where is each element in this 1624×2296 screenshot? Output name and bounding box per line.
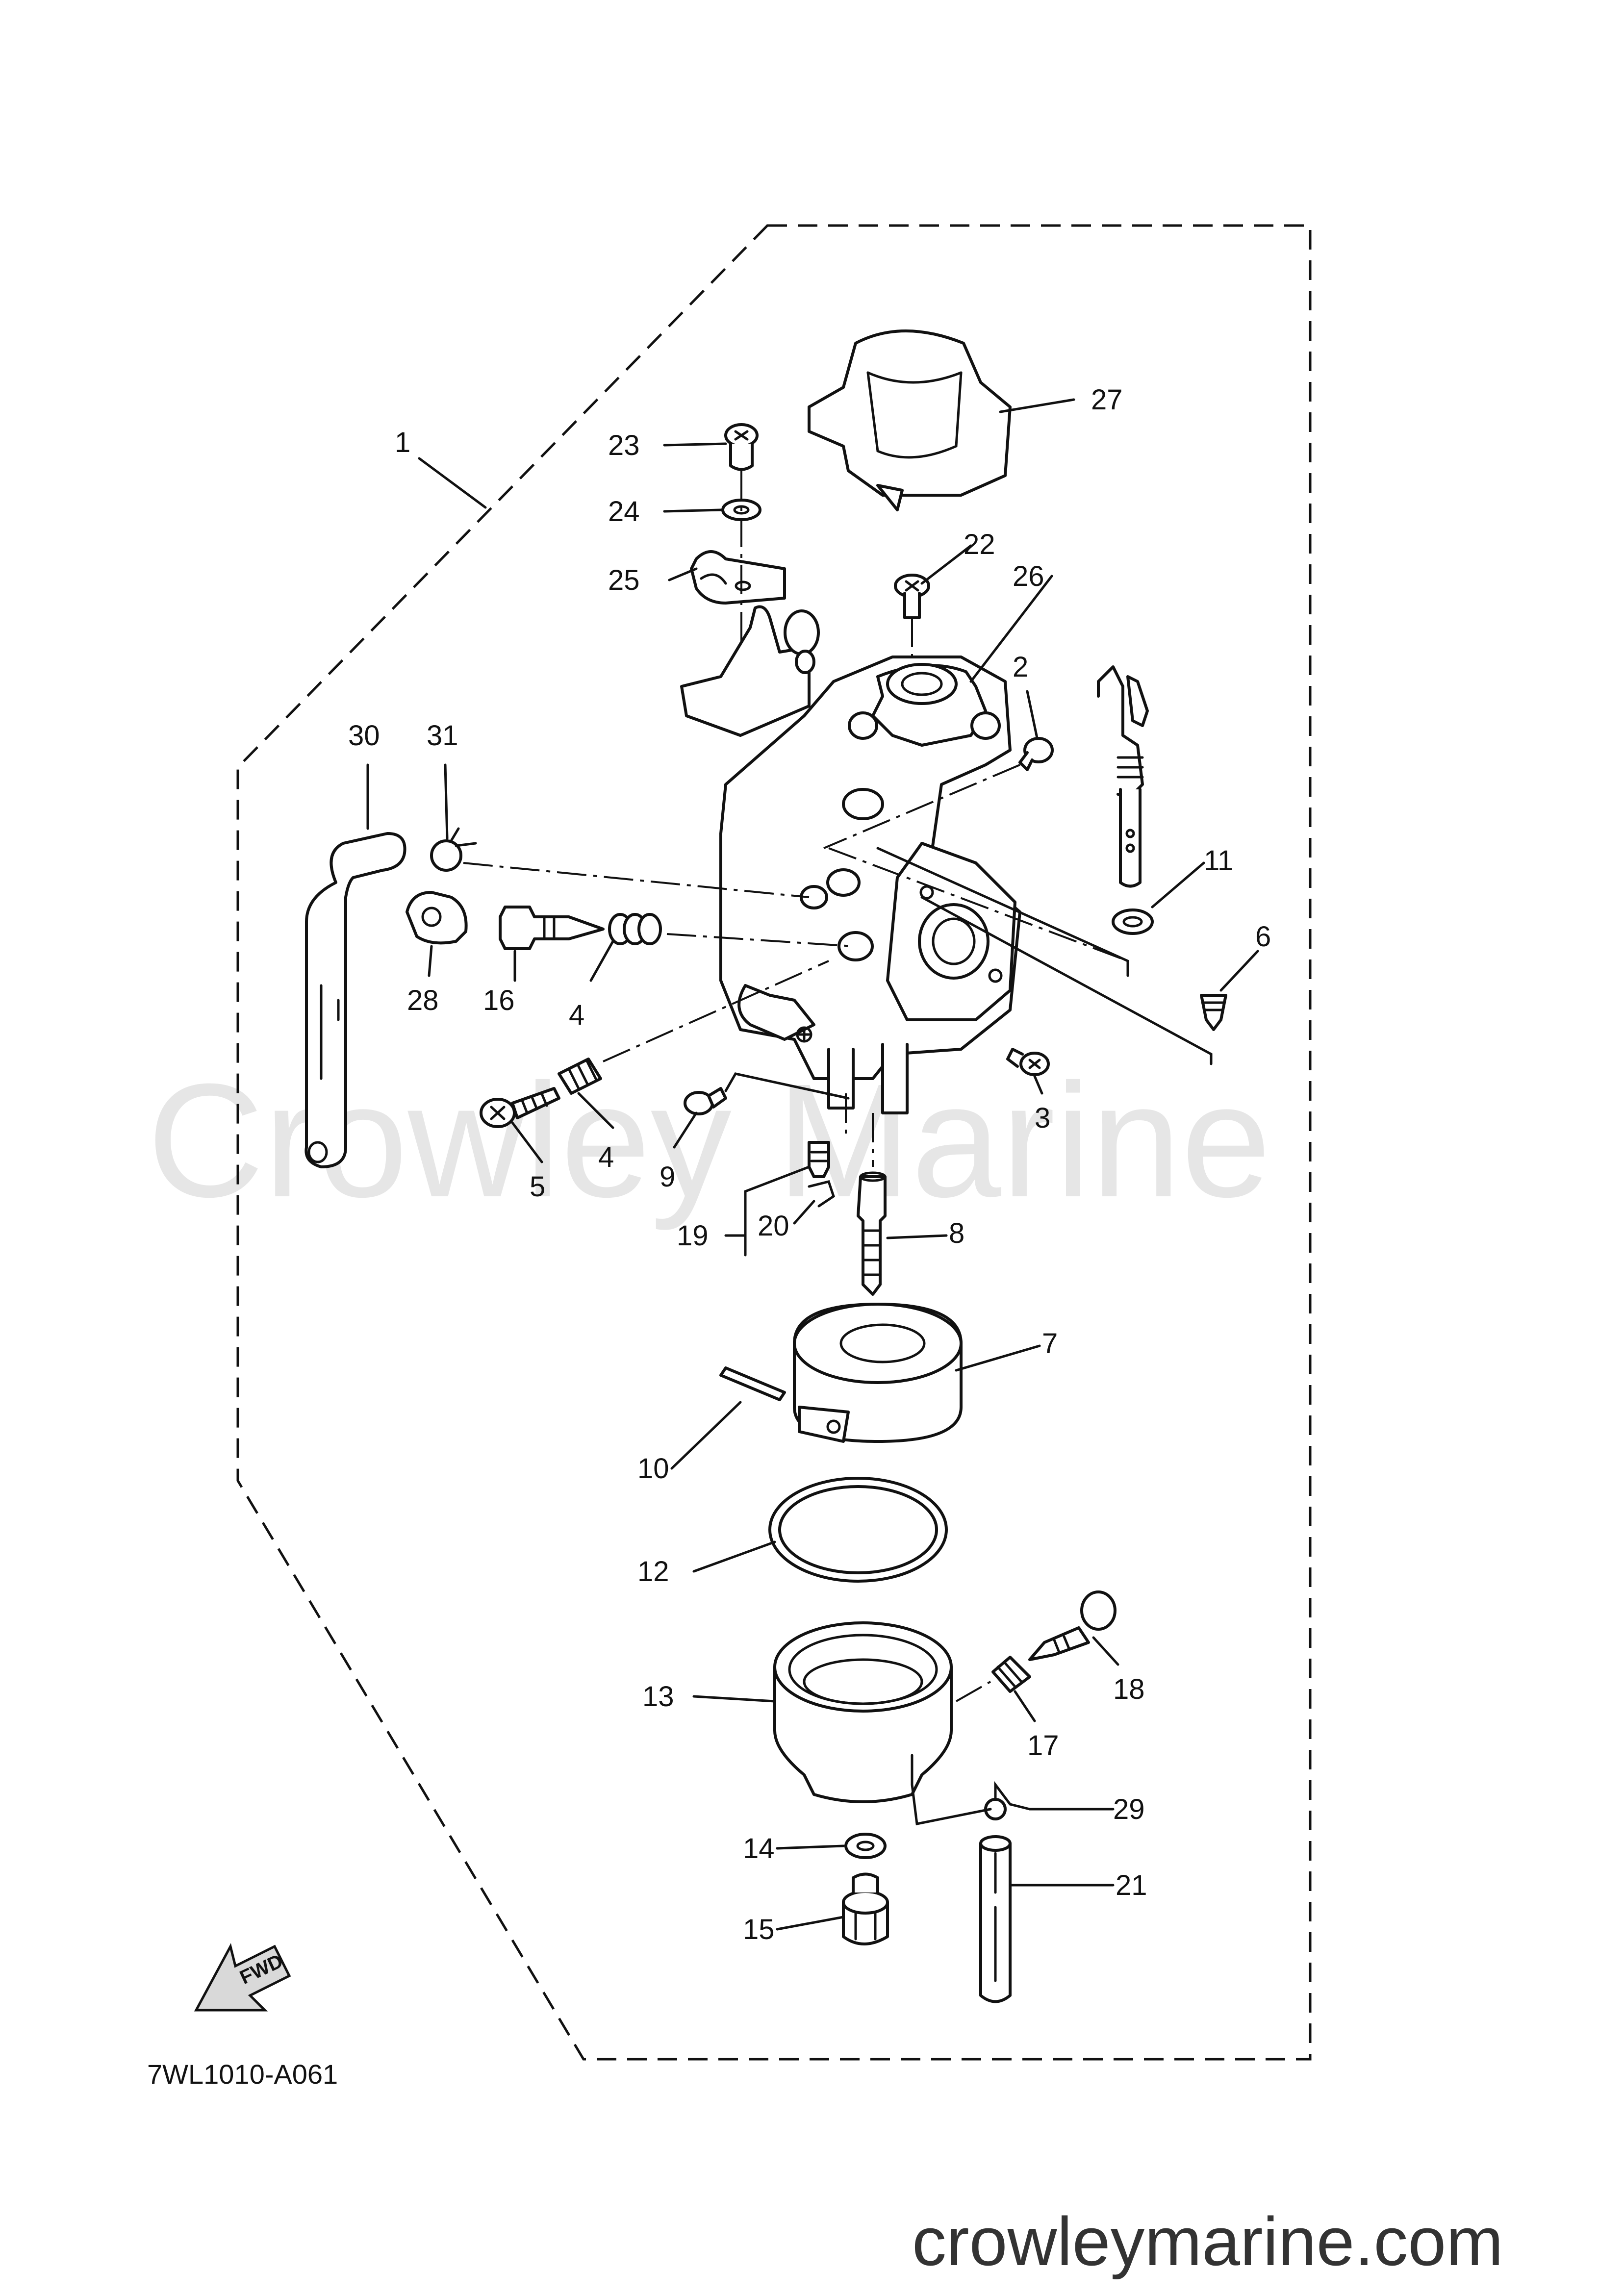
part-21-tube xyxy=(979,1835,1012,2003)
part-9-screw xyxy=(684,1087,727,1115)
callout-2: 2 xyxy=(1013,651,1028,683)
callout-12: 12 xyxy=(637,1556,669,1588)
part-6-spring xyxy=(1200,994,1227,1031)
part-31-clip xyxy=(430,827,477,872)
callout-7: 7 xyxy=(1042,1328,1058,1360)
callout-16: 16 xyxy=(483,984,515,1016)
callout-9: 9 xyxy=(660,1161,675,1193)
part-5-screw xyxy=(480,1087,560,1128)
callout-29: 29 xyxy=(1113,1793,1145,1825)
callout-17: 17 xyxy=(1027,1730,1059,1762)
carburetor-body xyxy=(680,605,1021,1114)
part-17-spring xyxy=(991,1656,1031,1693)
callout-28: 28 xyxy=(407,984,439,1016)
callout-15: 15 xyxy=(743,1914,775,1945)
guide-4-upper xyxy=(666,933,854,947)
guide-6 xyxy=(920,896,1213,1065)
guide-17 xyxy=(956,1681,991,1702)
callout-3: 3 xyxy=(1035,1102,1050,1134)
callout-27: 27 xyxy=(1091,384,1123,416)
guide-body-11 xyxy=(828,847,1128,962)
callout-14: 14 xyxy=(743,1833,775,1865)
callout-20: 20 xyxy=(758,1210,789,1242)
part-28-cap xyxy=(406,891,468,945)
part-13-float-bowl xyxy=(773,1621,953,1803)
callout-5: 5 xyxy=(530,1171,545,1203)
callout-25: 25 xyxy=(608,564,640,596)
part-4-spring-lower xyxy=(558,1058,602,1095)
part-12-gasket xyxy=(768,1477,948,1583)
callout-30: 30 xyxy=(348,720,380,752)
part-27-cover xyxy=(808,329,1012,511)
part-7-float xyxy=(793,1303,963,1443)
part-11-washer xyxy=(1112,908,1154,935)
part-8-emulsion-tube xyxy=(857,1171,887,1296)
callout-4-upper: 4 xyxy=(569,999,584,1031)
part-choke-rod xyxy=(1097,665,1149,888)
site-footer: crowleymarine.com xyxy=(912,2203,1503,2280)
callout-22: 22 xyxy=(964,529,995,560)
part-19-jet xyxy=(808,1141,830,1178)
callout-labels: 1 2 3 4 4 5 6 7 8 9 10 11 12 13 14 15 16… xyxy=(348,384,1271,1945)
assembly-boundary xyxy=(236,224,1312,2061)
part-20-clip xyxy=(808,1180,835,1208)
callout-21: 21 xyxy=(1116,1869,1147,1901)
callout-18: 18 xyxy=(1113,1673,1145,1705)
part-23-screw xyxy=(724,423,759,471)
guide-4-lower xyxy=(603,960,829,1062)
callout-24: 24 xyxy=(608,496,640,528)
callout-1: 1 xyxy=(395,427,410,458)
part-3-screw xyxy=(1006,1048,1050,1076)
guide-29 xyxy=(911,1783,992,1825)
part-25-bracket xyxy=(690,550,786,605)
callout-19: 19 xyxy=(677,1220,709,1252)
diagram-code: 7WL1010-A061 xyxy=(147,2059,338,2090)
part-16-needle xyxy=(499,906,605,950)
fwd-arrow: FWD xyxy=(194,1943,291,2012)
guide-31 xyxy=(463,862,810,898)
callout-8: 8 xyxy=(949,1217,964,1249)
callout-23: 23 xyxy=(608,429,640,461)
callout-31: 31 xyxy=(427,720,458,752)
guide-2 xyxy=(823,764,1020,849)
part-18-screw xyxy=(1028,1590,1116,1661)
callout-11: 11 xyxy=(1204,845,1233,877)
callout-26: 26 xyxy=(1013,560,1044,592)
part-10-pin xyxy=(719,1366,786,1401)
leader-lines xyxy=(366,398,1259,1931)
part-15-drain-bolt xyxy=(842,1872,889,1945)
callout-6: 6 xyxy=(1255,921,1271,953)
part-30-hose xyxy=(304,832,406,1168)
part-29-clip xyxy=(984,1781,1031,1820)
part-2-screw xyxy=(1018,737,1054,771)
part-14-washer xyxy=(844,1833,887,1859)
callout-10: 10 xyxy=(637,1453,669,1485)
callout-13: 13 xyxy=(642,1681,674,1713)
guide-9 xyxy=(724,1072,850,1100)
part-4-spring-upper xyxy=(608,913,662,945)
callout-4-lower: 4 xyxy=(598,1141,614,1173)
